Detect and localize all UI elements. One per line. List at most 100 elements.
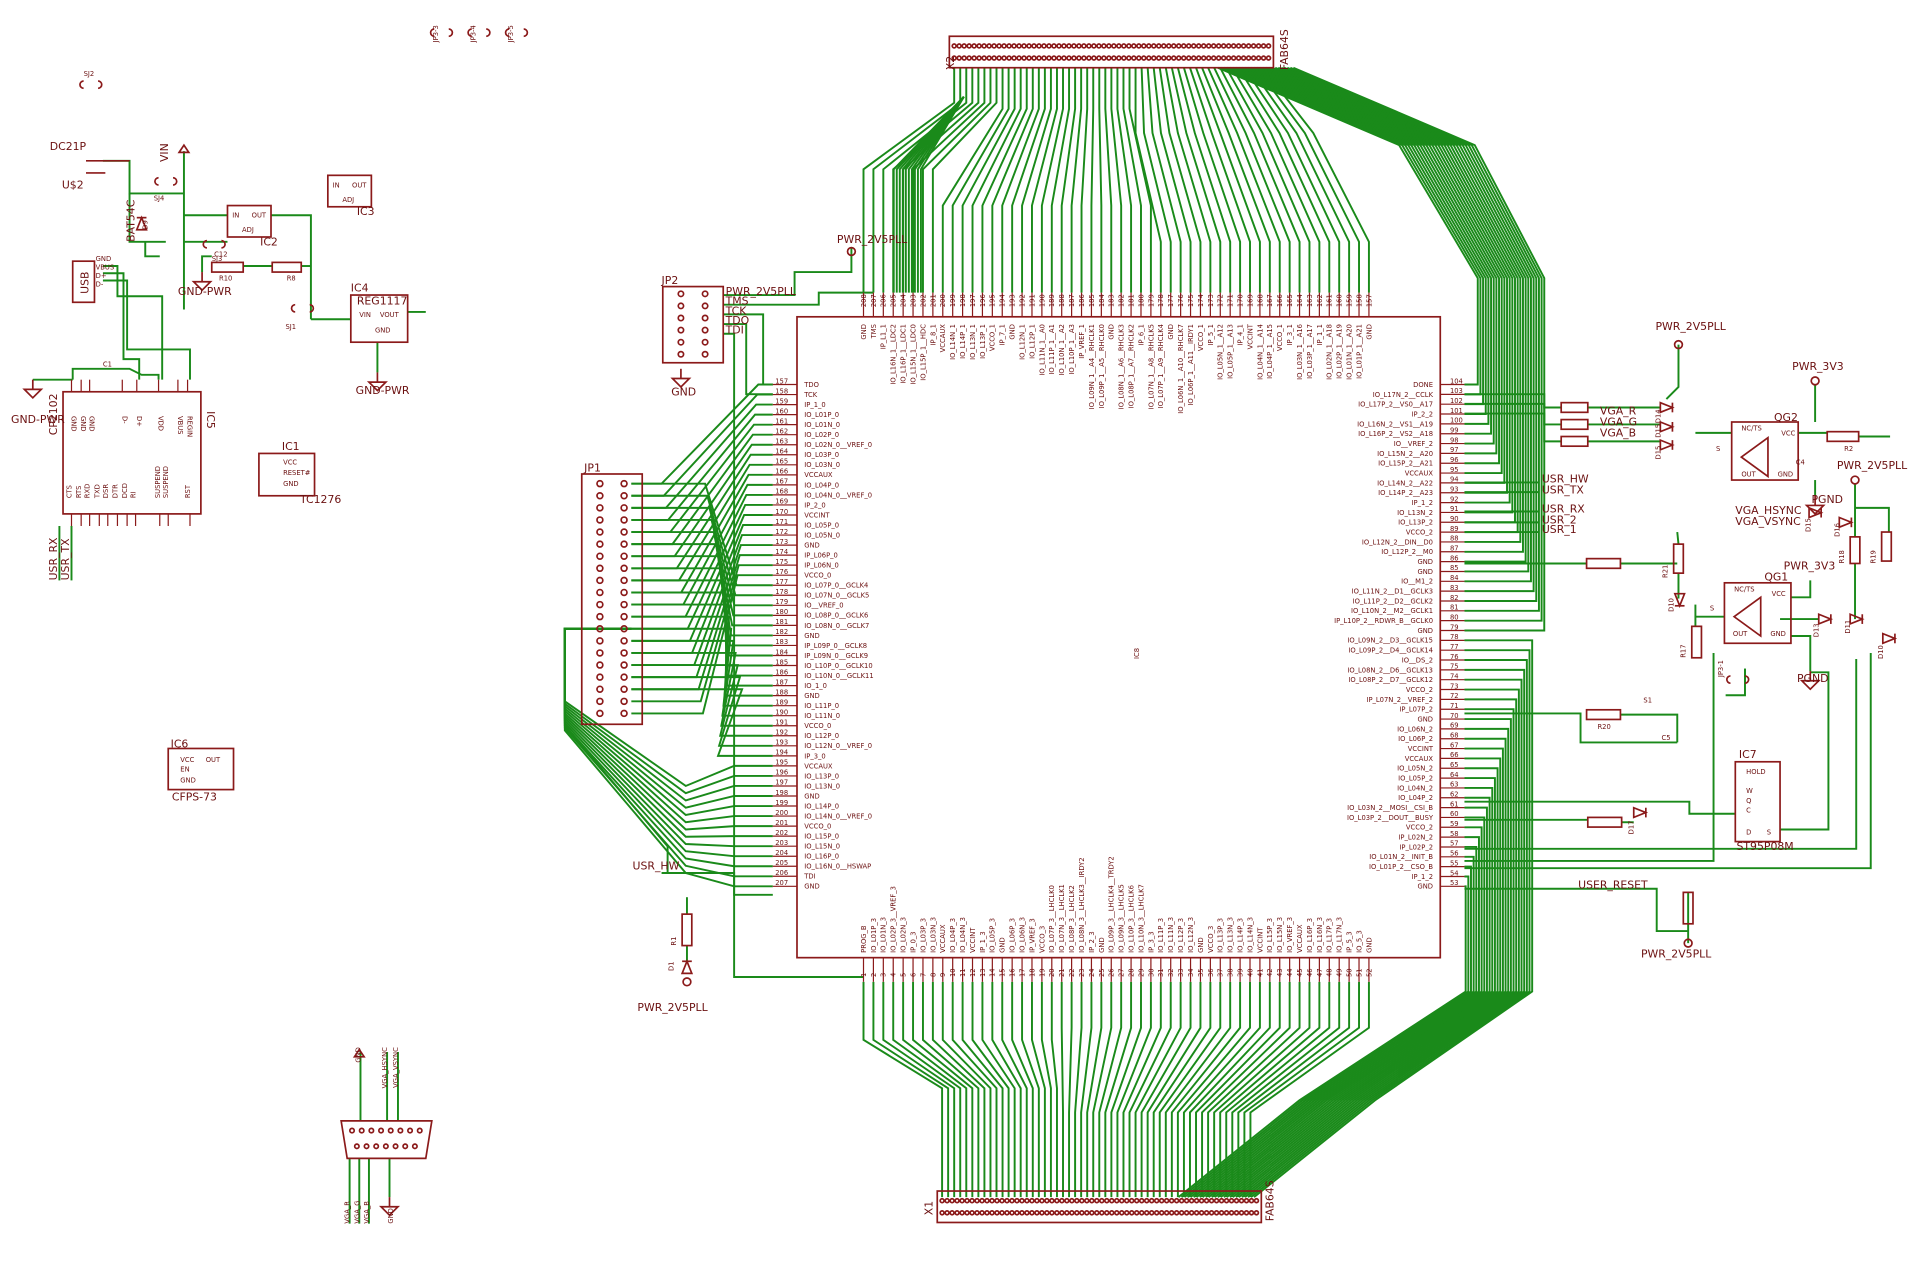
fpga-pin-number: 75: [1450, 663, 1459, 671]
solder-jumper[interactable]: [1726, 675, 1750, 685]
ic4-body[interactable]: [349, 294, 409, 344]
jp1-pin: [596, 612, 604, 621]
led[interactable]: [1817, 613, 1834, 626]
wire-bottom-bus: [1170, 981, 1242, 1198]
resistor[interactable]: [1586, 816, 1623, 828]
wire-right-upper-bus: [1268, 66, 1524, 553]
led[interactable]: [135, 215, 148, 231]
fpga-pin-name: IO_L15N_1__LDC0: [909, 324, 917, 385]
led[interactable]: [1659, 438, 1675, 452]
jp2-net-label: TDO: [725, 314, 750, 327]
resistor[interactable]: [1880, 531, 1893, 562]
wire-top-bus: [1176, 67, 1232, 293]
vga-connector[interactable]: [340, 1120, 433, 1160]
solder-jumper[interactable]: [467, 28, 491, 38]
wire-top-bus: [921, 67, 992, 293]
usb-connector[interactable]: [71, 260, 96, 304]
ic6-body[interactable]: [167, 747, 235, 791]
resistor[interactable]: [681, 913, 693, 947]
header-pin: [1081, 55, 1087, 61]
header-pin: [989, 1197, 995, 1204]
resistor[interactable]: [1560, 435, 1589, 448]
fpga-pin-number: 167: [1266, 294, 1274, 307]
wire-top-bus: [1140, 67, 1172, 293]
resistor[interactable]: [271, 261, 303, 273]
wire-top-bus: [1146, 67, 1182, 293]
jp1-pin: [620, 709, 628, 718]
solder-jumper[interactable]: [429, 28, 454, 38]
resistor[interactable]: [1560, 418, 1589, 431]
header-pin: [1143, 1210, 1150, 1216]
led-label: D15: [1654, 446, 1662, 460]
header-pin: [1009, 1197, 1015, 1204]
fpga-pin-number: 52: [1365, 968, 1373, 977]
oscillator-qg2[interactable]: [1730, 421, 1800, 481]
fpga-body[interactable]: [796, 315, 1442, 959]
wire-top-bus: [1050, 67, 1071, 293]
fpga-pin-name: IO_L04P_1__A15: [1266, 324, 1274, 379]
ic6-ref: IC6: [171, 737, 189, 750]
fpga-pin-name: IO_L06N_1__A10__RHCLK7: [1177, 324, 1185, 414]
header-pin: [1250, 55, 1257, 61]
fpga-pin-number: 87: [1450, 545, 1459, 553]
resistor[interactable]: [1849, 536, 1861, 565]
led[interactable]: [680, 959, 694, 975]
resistor[interactable]: [1826, 430, 1860, 443]
solder-jumper[interactable]: [504, 28, 529, 38]
solder-jumper[interactable]: [290, 303, 315, 313]
header-pin: [1066, 43, 1072, 49]
wire-bottom-bus: [1152, 981, 1212, 1198]
fpga-pin-name: IO_L02P_1__A19: [1336, 324, 1344, 379]
ic5-pin-bottom: DTR: [111, 484, 119, 498]
header-pin: [1041, 43, 1047, 49]
solder-jumper[interactable]: [79, 80, 103, 90]
fpga-pin-name: IO_L04P_3: [949, 918, 957, 953]
led[interactable]: [1632, 806, 1649, 819]
connector-jp2[interactable]: [661, 285, 725, 364]
wire-right-upper-bus: [1277, 66, 1532, 583]
ic7-body[interactable]: [1734, 760, 1781, 843]
led[interactable]: [1659, 401, 1675, 414]
connector-x2[interactable]: [948, 35, 1275, 69]
led[interactable]: [1659, 420, 1675, 433]
wire-left-bus: [631, 676, 773, 747]
header-pin: [1210, 43, 1217, 49]
header-pin: [1074, 1210, 1080, 1216]
header-pin: [1036, 55, 1042, 61]
header-pin: [1168, 1197, 1175, 1204]
fpga-pin-name: IO_L08P_2__D7__GCLK12: [1348, 676, 1433, 684]
resistor[interactable]: [1672, 543, 1685, 574]
led[interactable]: [1673, 592, 1686, 609]
fpga-pin-name: IO_L08N_0__GCLK7: [804, 622, 869, 630]
resistor[interactable]: [1690, 625, 1703, 659]
oscillator-qg1[interactable]: [1723, 581, 1792, 645]
led-symbol: [1659, 438, 1675, 452]
resistor[interactable]: [1560, 401, 1589, 414]
resistor[interactable]: [210, 261, 245, 273]
ic5-body[interactable]: [62, 390, 202, 515]
led[interactable]: [1808, 506, 1824, 519]
solder-jumper[interactable]: [154, 176, 178, 186]
led[interactable]: [1881, 632, 1898, 645]
fpga-pin-number: 186: [775, 668, 788, 676]
led[interactable]: [1849, 613, 1865, 626]
resistor[interactable]: [1682, 891, 1694, 925]
solder-jumper[interactable]: [202, 239, 226, 249]
connector-jp1[interactable]: [580, 473, 644, 726]
fpga-pin-name: IO_L07P_3__LHCLK0: [1048, 885, 1056, 953]
ic1-body[interactable]: [258, 452, 316, 497]
resistor[interactable]: [1585, 557, 1622, 570]
header-pin: [1158, 1210, 1165, 1216]
led[interactable]: [1838, 516, 1854, 529]
wire-bottom-bus: [1080, 981, 1093, 1198]
resistor-label: R18: [1838, 550, 1846, 563]
ic3-body[interactable]: [326, 174, 373, 208]
resistor[interactable]: [1585, 708, 1622, 721]
symbol-layer: [22, 28, 1898, 1224]
fpga-pin-number: 181: [1127, 294, 1135, 307]
header-pin: [1160, 55, 1167, 61]
fpga-pin-number: 50: [1346, 968, 1354, 977]
ic2-body[interactable]: [226, 204, 272, 238]
wire-bottom-bus: [1001, 981, 1028, 1198]
connector-x1[interactable]: [936, 1190, 1263, 1224]
